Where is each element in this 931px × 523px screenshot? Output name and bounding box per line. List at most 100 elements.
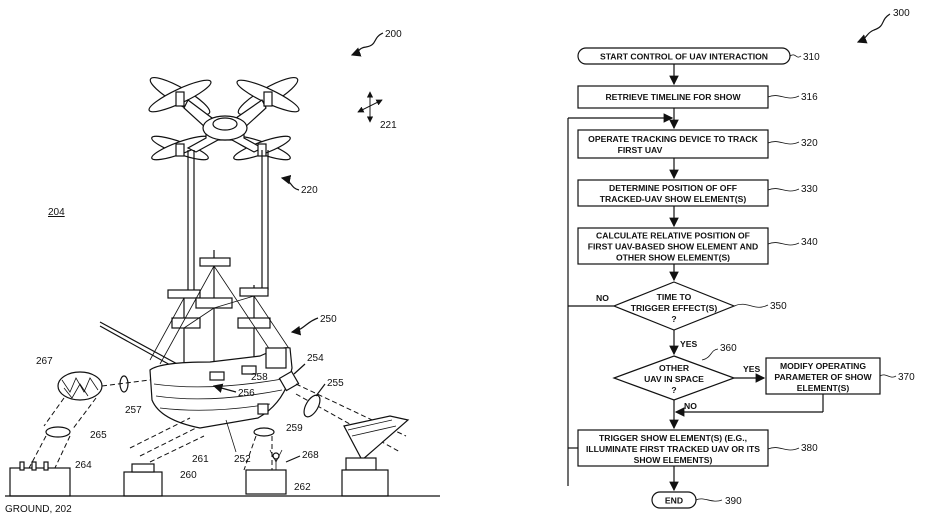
step-380-box xyxy=(577,429,769,467)
decision-360-line3: ? xyxy=(671,385,676,395)
step-380-line2: ILLUMINATE FIRST TRACKED UAV OR ITS xyxy=(586,444,760,454)
lens-259 xyxy=(253,427,275,437)
step-370-line1: MODIFY OPERATING xyxy=(780,361,866,371)
start-text: START CONTROL OF UAV INTERACTION xyxy=(600,52,768,62)
beam-265-left xyxy=(43,397,65,427)
ground-label: GROUND, 202 xyxy=(5,504,72,515)
step-330-box xyxy=(577,179,769,207)
figure-300-arrow xyxy=(856,13,891,44)
ref-330: 330 xyxy=(801,184,818,195)
ref-258: 258 xyxy=(251,372,268,383)
step-320-line1: OPERATE TRACKING DEVICE TO TRACK xyxy=(588,134,758,144)
ref-250: 250 xyxy=(320,314,337,325)
decision-350-line2: TRIGGER EFFECT(S) xyxy=(631,303,718,313)
figure-number-200: 200 xyxy=(385,29,402,40)
ref-260: 260 xyxy=(180,470,197,481)
beam-261-c xyxy=(149,435,205,463)
ref-268: 268 xyxy=(302,450,319,461)
decision-350-line1: TIME TO xyxy=(657,292,692,302)
ref-262: 262 xyxy=(294,482,311,493)
uav-drone-icon xyxy=(148,77,300,161)
leader-256 xyxy=(212,383,237,393)
ref-265: 265 xyxy=(90,430,107,441)
figure-200: 200 221 xyxy=(5,29,440,515)
ref-310: 310 xyxy=(803,52,820,63)
ref-221: 221 xyxy=(380,120,397,131)
figure-200-arrow xyxy=(350,32,384,57)
step-320-box xyxy=(577,129,769,159)
step-340-line2: FIRST UAV-BASED SHOW ELEMENT AND xyxy=(588,242,758,252)
ref-370: 370 xyxy=(898,372,915,383)
figure-number-300: 300 xyxy=(893,8,910,19)
leader-340 xyxy=(767,242,800,246)
step-320-line2: FIRST UAV xyxy=(618,145,663,155)
ref-220: 220 xyxy=(301,185,318,196)
leader-360 xyxy=(701,348,719,361)
leader-370 xyxy=(879,374,897,378)
projection-screen-icon xyxy=(57,371,103,401)
lens-265 xyxy=(45,426,71,438)
ref-340: 340 xyxy=(801,237,818,248)
leader-380 xyxy=(767,447,800,451)
step-330-line2: TRACKED-UAV SHOW ELEMENT(S) xyxy=(600,194,747,204)
beam-261-a xyxy=(129,417,191,449)
ship-projector-254 xyxy=(278,370,300,392)
pirate-ship-icon xyxy=(99,250,293,429)
beam-265-low-right xyxy=(53,435,71,471)
beam-255-a xyxy=(295,383,407,437)
step-380-line1: TRIGGER SHOW ELEMENT(S) (E.G., xyxy=(599,433,747,443)
ref-264: 264 xyxy=(75,460,92,471)
end-text: END xyxy=(665,496,683,506)
ref-257: 257 xyxy=(125,405,142,416)
uav-ref-arrow xyxy=(280,174,300,191)
beam-257 xyxy=(101,379,151,387)
leader-268 xyxy=(285,455,301,463)
ref-252: 252 xyxy=(234,454,251,465)
leader-320 xyxy=(767,141,800,145)
lens-255 xyxy=(303,394,321,418)
step-340-line1: CALCULATE RELATIVE POSITION OF xyxy=(596,231,750,241)
decision-350-line3: ? xyxy=(671,314,676,324)
beam-265-right xyxy=(71,397,97,431)
projector-264-icon xyxy=(9,461,71,497)
leader-316 xyxy=(767,95,800,99)
beam-259-a xyxy=(243,435,257,471)
step-380-line3: SHOW ELEMENTS) xyxy=(634,455,713,465)
ref-204: 204 xyxy=(48,207,65,218)
leader-350 xyxy=(733,303,769,308)
ref-380: 380 xyxy=(801,443,818,454)
leader-330 xyxy=(767,188,800,192)
display-screen-icon xyxy=(341,415,410,497)
device-260-icon xyxy=(123,463,163,497)
step-370-line2: PARAMETER OF SHOW xyxy=(774,372,872,382)
leader-255 xyxy=(315,383,326,397)
ship-ref-arrow xyxy=(290,317,319,336)
step-330-line1: DETERMINE POSITION OF OFF xyxy=(609,183,737,193)
step-370-line3: ELEMENT(S) xyxy=(797,383,850,393)
leader-310 xyxy=(789,54,802,58)
step-316-text: RETRIEVE TIMELINE FOR SHOW xyxy=(605,92,741,102)
ref-320: 320 xyxy=(801,138,818,149)
ref-254: 254 xyxy=(307,353,324,364)
ref-267: 267 xyxy=(36,356,53,367)
ref-390: 390 xyxy=(725,496,742,507)
direction-indicator-icon xyxy=(357,91,383,123)
figure-300-flowchart: 300 START CONTROL OF UAV INTERACTION 310… xyxy=(567,8,915,509)
decision-360-line1: OTHER xyxy=(659,363,690,373)
ref-350: 350 xyxy=(770,301,787,312)
ref-360: 360 xyxy=(720,343,737,354)
leader-390 xyxy=(695,498,723,502)
ref-261: 261 xyxy=(192,454,209,465)
decision-360-yes: YES xyxy=(743,364,760,374)
decision-350-no: NO xyxy=(596,293,609,303)
person-figure-icon xyxy=(269,449,283,470)
ref-259: 259 xyxy=(286,423,303,434)
decision-350-yes: YES xyxy=(680,339,697,349)
beam-265-low-left xyxy=(27,435,47,471)
ref-256: 256 xyxy=(238,388,255,399)
step-340-line3: OTHER SHOW ELEMENT(S) xyxy=(616,253,730,263)
beam-261-b xyxy=(139,427,197,457)
leader-252 xyxy=(225,419,237,453)
decision-360-no: NO xyxy=(684,401,697,411)
